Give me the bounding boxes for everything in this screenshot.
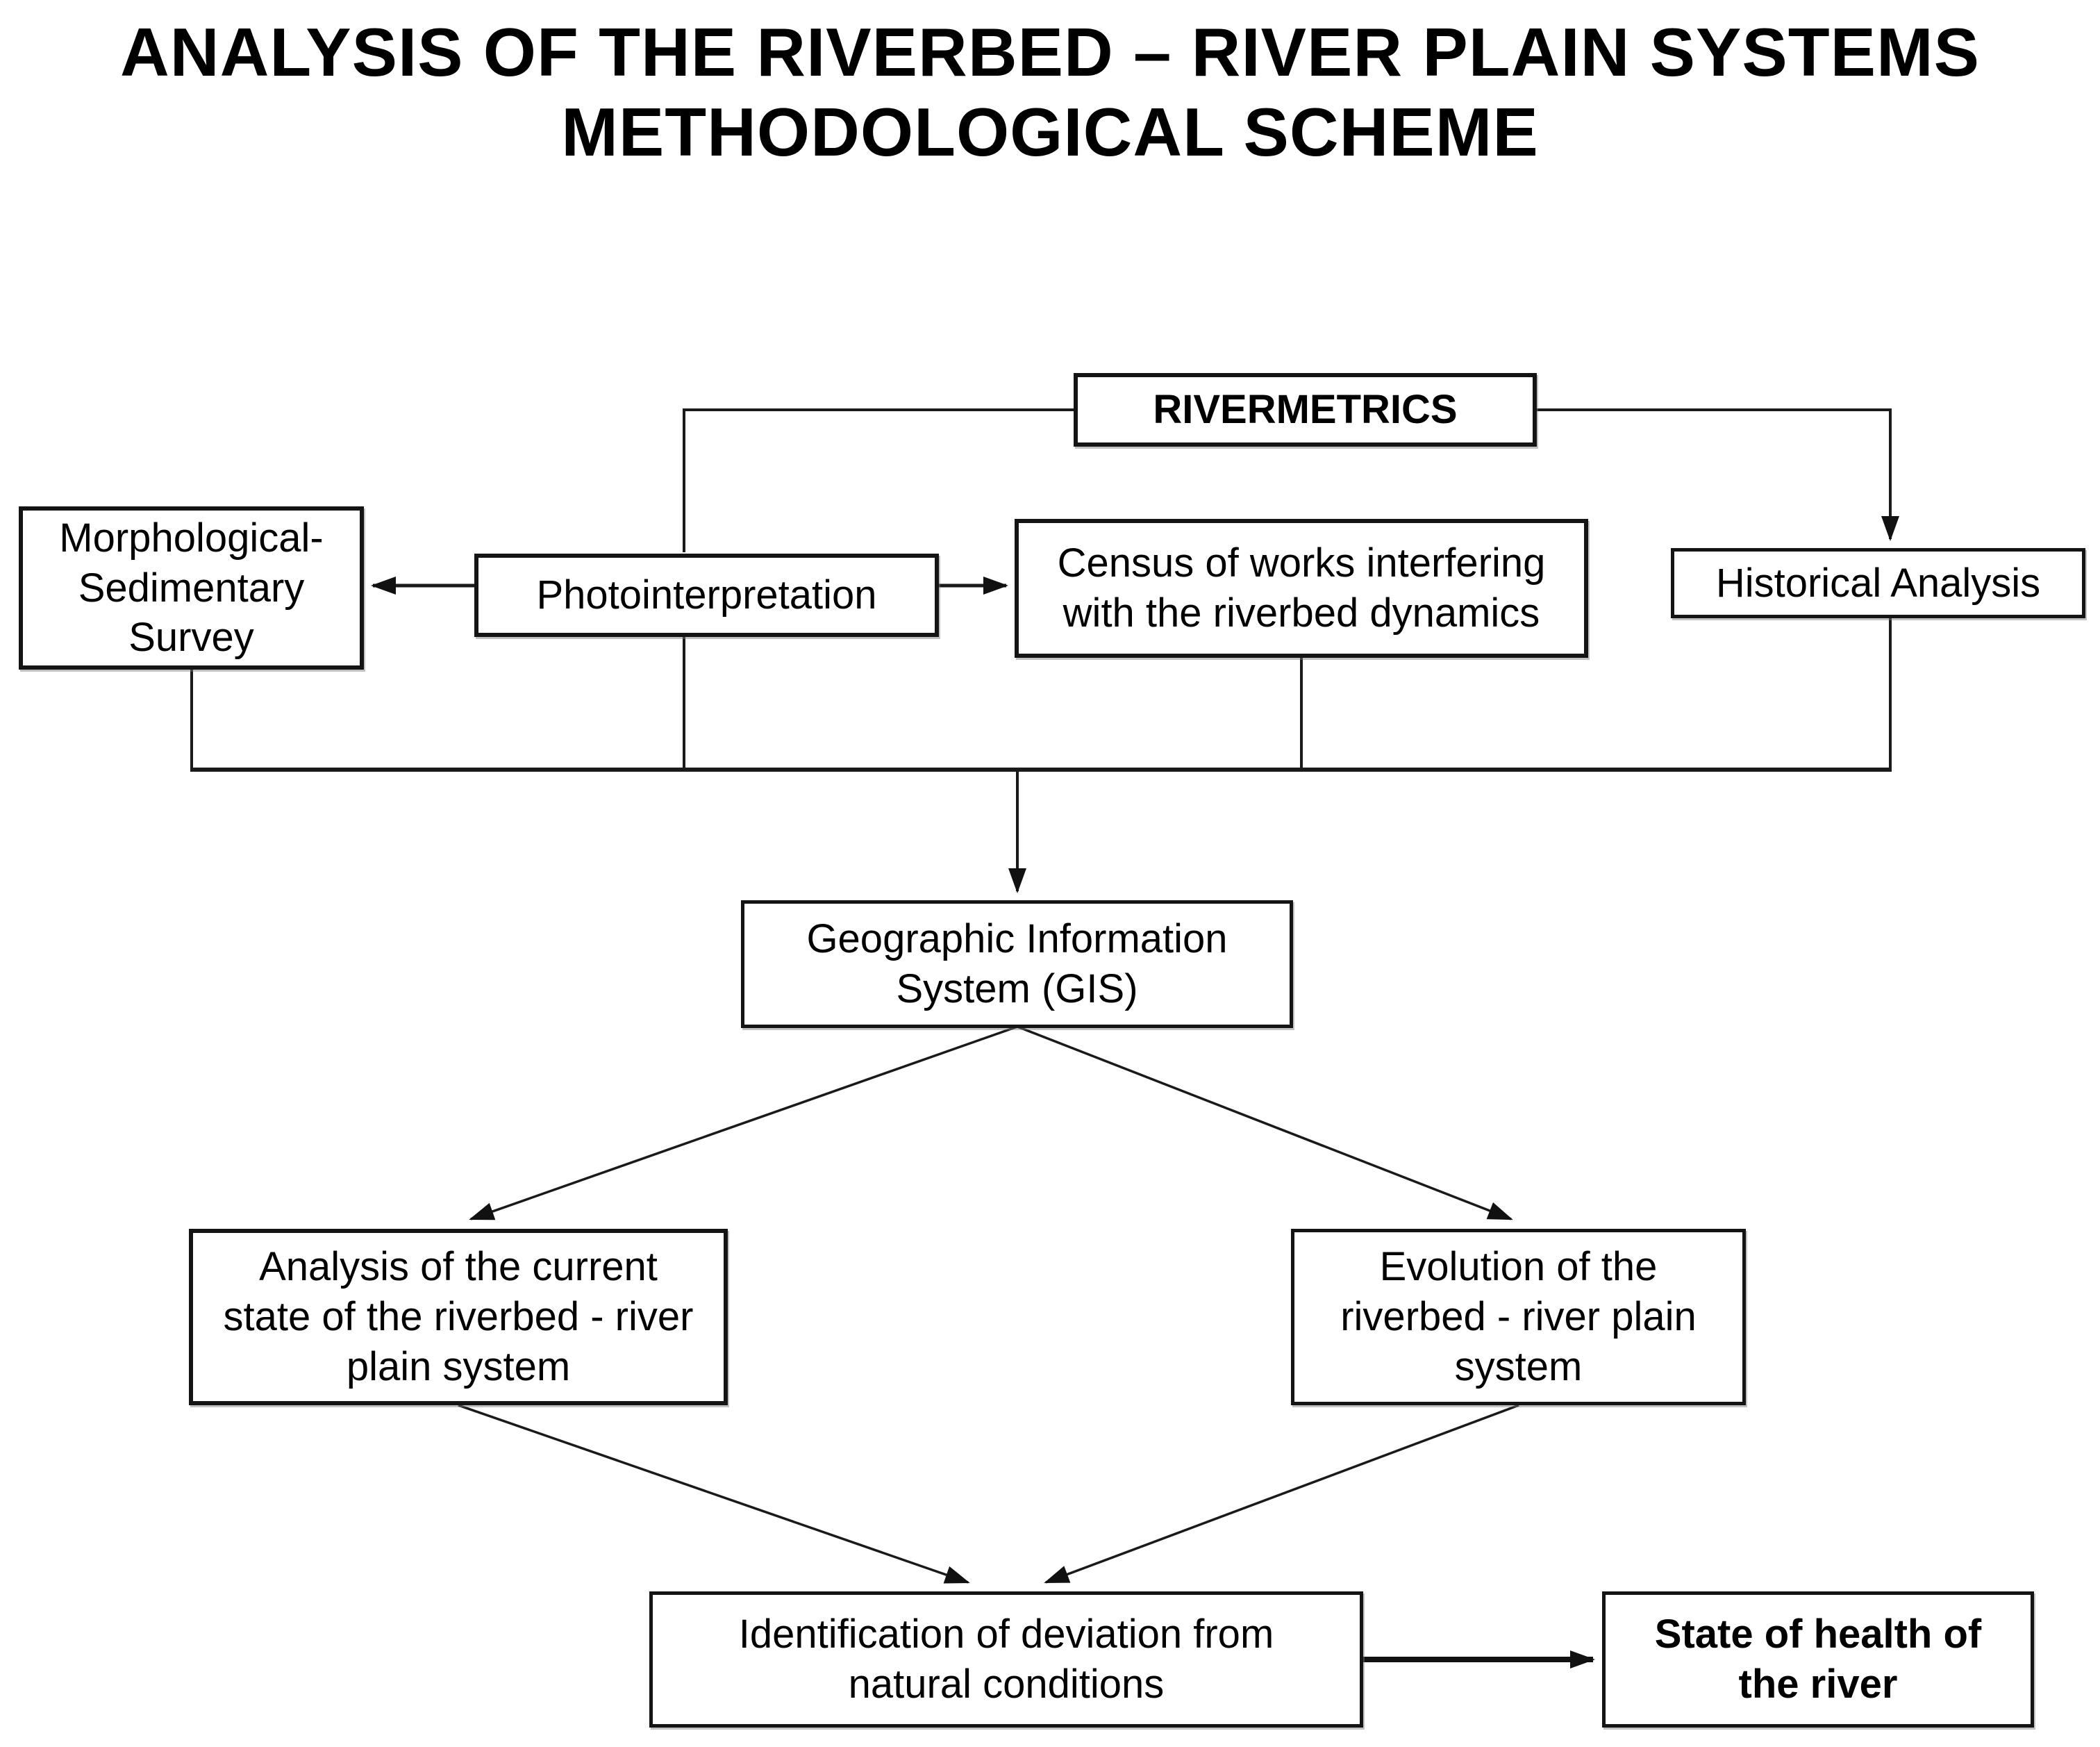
arrow-evolution-to-identification [1044, 1404, 1519, 1584]
arrow-gis-to-evolution [1017, 1025, 1513, 1220]
node-analysis-current-state: Analysis of the current state of the riv… [189, 1229, 728, 1405]
node-census-of-works: Census of works interfering with the riv… [1015, 519, 1588, 658]
node-rivermetrics: RIVERMETRICS [1074, 373, 1537, 447]
arrow-rivermetrics-to-historical-analysis [1537, 408, 1899, 541]
page-title-line-1: ANALYSIS OF THE RIVERBED – RIVER PLAIN S… [120, 14, 1980, 90]
node-identification-deviation: Identification of deviation from natural… [649, 1591, 1363, 1728]
connector-rivermetrics-to-photointerpretation [683, 408, 1074, 552]
arrow-analysis-to-identification [458, 1404, 970, 1584]
node-gis: Geographic Information System (GIS) [741, 900, 1293, 1028]
node-morphological-sedimentary-survey: Morphological- Sedimentary Survey [19, 506, 364, 670]
node-historical-analysis: Historical Analysis [1671, 548, 2085, 618]
page-title: ANALYSIS OF THE RIVERBED – RIVER PLAIN S… [0, 13, 2100, 172]
node-photointerpretation: Photointerpretation [474, 554, 939, 637]
arrow-gis-to-analysis [469, 1025, 1018, 1220]
page-title-line-2: METHODOLOGICAL SCHEME [561, 93, 1539, 170]
node-evolution-riverbed: Evolution of the riverbed - river plain … [1291, 1229, 1746, 1405]
node-state-of-health: State of health of the river [1602, 1591, 2034, 1728]
